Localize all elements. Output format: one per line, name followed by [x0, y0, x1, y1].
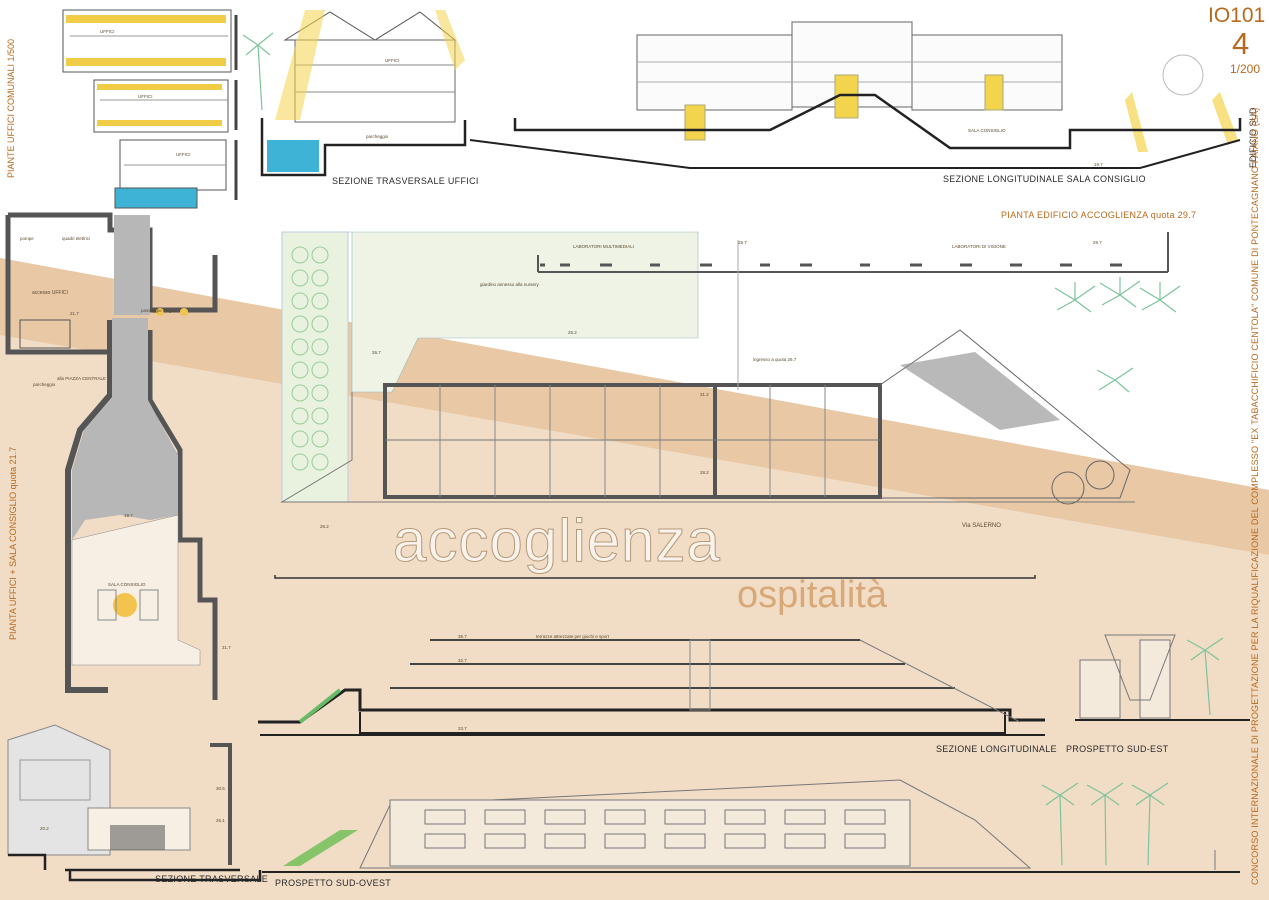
section-offices	[260, 10, 467, 177]
label-via-salerno: Via SALERNO	[962, 523, 1001, 529]
label-piazza-centrale: alla PIAZZA CENTRALE	[57, 376, 107, 381]
level-21-7: 21.7	[70, 311, 79, 316]
label-ingresso: ingresso a quota 26.7	[753, 357, 797, 362]
caption-pianta-uffici-sala: PIANTA UFFICI + SALA CONSIGLIO quota 21.…	[8, 446, 18, 640]
sheet-number: 4	[1232, 26, 1250, 61]
label-laboratori-multimediali: LABORATORI MULTIMEDIALI	[573, 244, 635, 249]
subheadline-ospitalita: ospitalità	[737, 574, 887, 616]
level-26-7: 26.7	[372, 350, 381, 355]
label-giardino: giardino annesso alla nursery	[480, 282, 539, 287]
palm-trees	[242, 32, 1224, 866]
caption-prospetto-sud-est: PROSPETTO SUD-EST	[1066, 744, 1169, 754]
level-20-2: 20.2	[40, 826, 49, 831]
level-30-5: 30.5	[216, 786, 225, 791]
label-parcheggio-plan: parcheggio	[33, 382, 56, 387]
label-sala-consiglio-section: SALA CONSIGLIO	[968, 128, 1006, 133]
level-19-7-b: 19.7	[124, 513, 133, 518]
caption-sezione-trasversale-uffici: SEZIONE TRASVERSALE UFFICI	[332, 176, 479, 186]
caption-sezione-trasversale: SEZIONE TRASVERSALE	[155, 874, 269, 884]
level-26-1: 26.1	[216, 818, 225, 823]
elevation-south-east	[1075, 634, 1250, 721]
label-quadri: quadri elettrici	[62, 236, 91, 241]
level-19-7: 19.7	[1094, 162, 1103, 167]
board-code: IO101	[1208, 4, 1266, 27]
caption-pianta-accoglienza: PIANTA EDIFICIO ACCOGLIENZA quota 29.7	[1001, 210, 1197, 220]
caption-sezione-longitudinale-sala: SEZIONE LONGITUDINALE SALA CONSIGLIO	[943, 174, 1146, 184]
label-parcheggio-section: parcheggio	[366, 134, 389, 139]
label-pompe: pompe	[20, 236, 34, 241]
headline-accoglienza: accoglienza	[393, 507, 721, 575]
label-accesso-uffici: accesso UFFICI	[32, 290, 68, 296]
label-terrazze: terrazze attrezzate per giochi e sport	[536, 634, 610, 639]
section-longitudinal	[258, 575, 1045, 736]
level-21-7-b: 21.7	[222, 645, 231, 650]
level-23-7: 23.7	[458, 726, 467, 731]
level-35-7: 35.7	[458, 634, 467, 639]
level-31-2: 31.2	[700, 392, 709, 397]
label-uffici-1: UFFICI	[100, 29, 115, 34]
label-uffici-2: UFFICI	[138, 94, 153, 99]
section-council-hall	[469, 21, 1242, 169]
board-scale: 1/200	[1230, 62, 1261, 76]
plan-reception-building	[280, 231, 1169, 505]
elevation-south-west	[262, 779, 1240, 873]
caption-prospetto-sud-ovest: PROSPETTO SUD-OVEST	[275, 878, 392, 888]
level-29-7-b: 29.7	[1093, 240, 1102, 245]
section-trasversale	[7, 724, 262, 882]
label-uffici-section: UFFICI	[385, 58, 400, 63]
label-uffici-3: UFFICI	[176, 152, 191, 157]
level-29-7: 29.7	[738, 240, 747, 245]
caption-piante-uffici: PIANTE UFFICI COMUNALI 1/500	[6, 38, 16, 178]
label-passaggio-ipogeo: passaggio ipogeo	[141, 308, 177, 313]
plan-offices-council	[5, 212, 218, 700]
caption-sezione-longitudinale: SEZIONE LONGITUDINALE	[936, 744, 1057, 754]
level-25-2-b: 25.2	[320, 524, 329, 529]
office-floor-plans	[62, 9, 238, 209]
level-32-7: 32.7	[458, 658, 467, 663]
level-28-2: 28.2	[700, 470, 709, 475]
label-sala-consiglio-plan: SALA CONSIGLIO	[108, 582, 146, 587]
label-laboratori-visione: LABORATORI DI VISIONE	[952, 244, 1006, 249]
level-25-2: 25.2	[568, 330, 577, 335]
competition-title: CONCORSO INTERNAZIONALE DI PROGETTAZIONE…	[1250, 107, 1260, 885]
